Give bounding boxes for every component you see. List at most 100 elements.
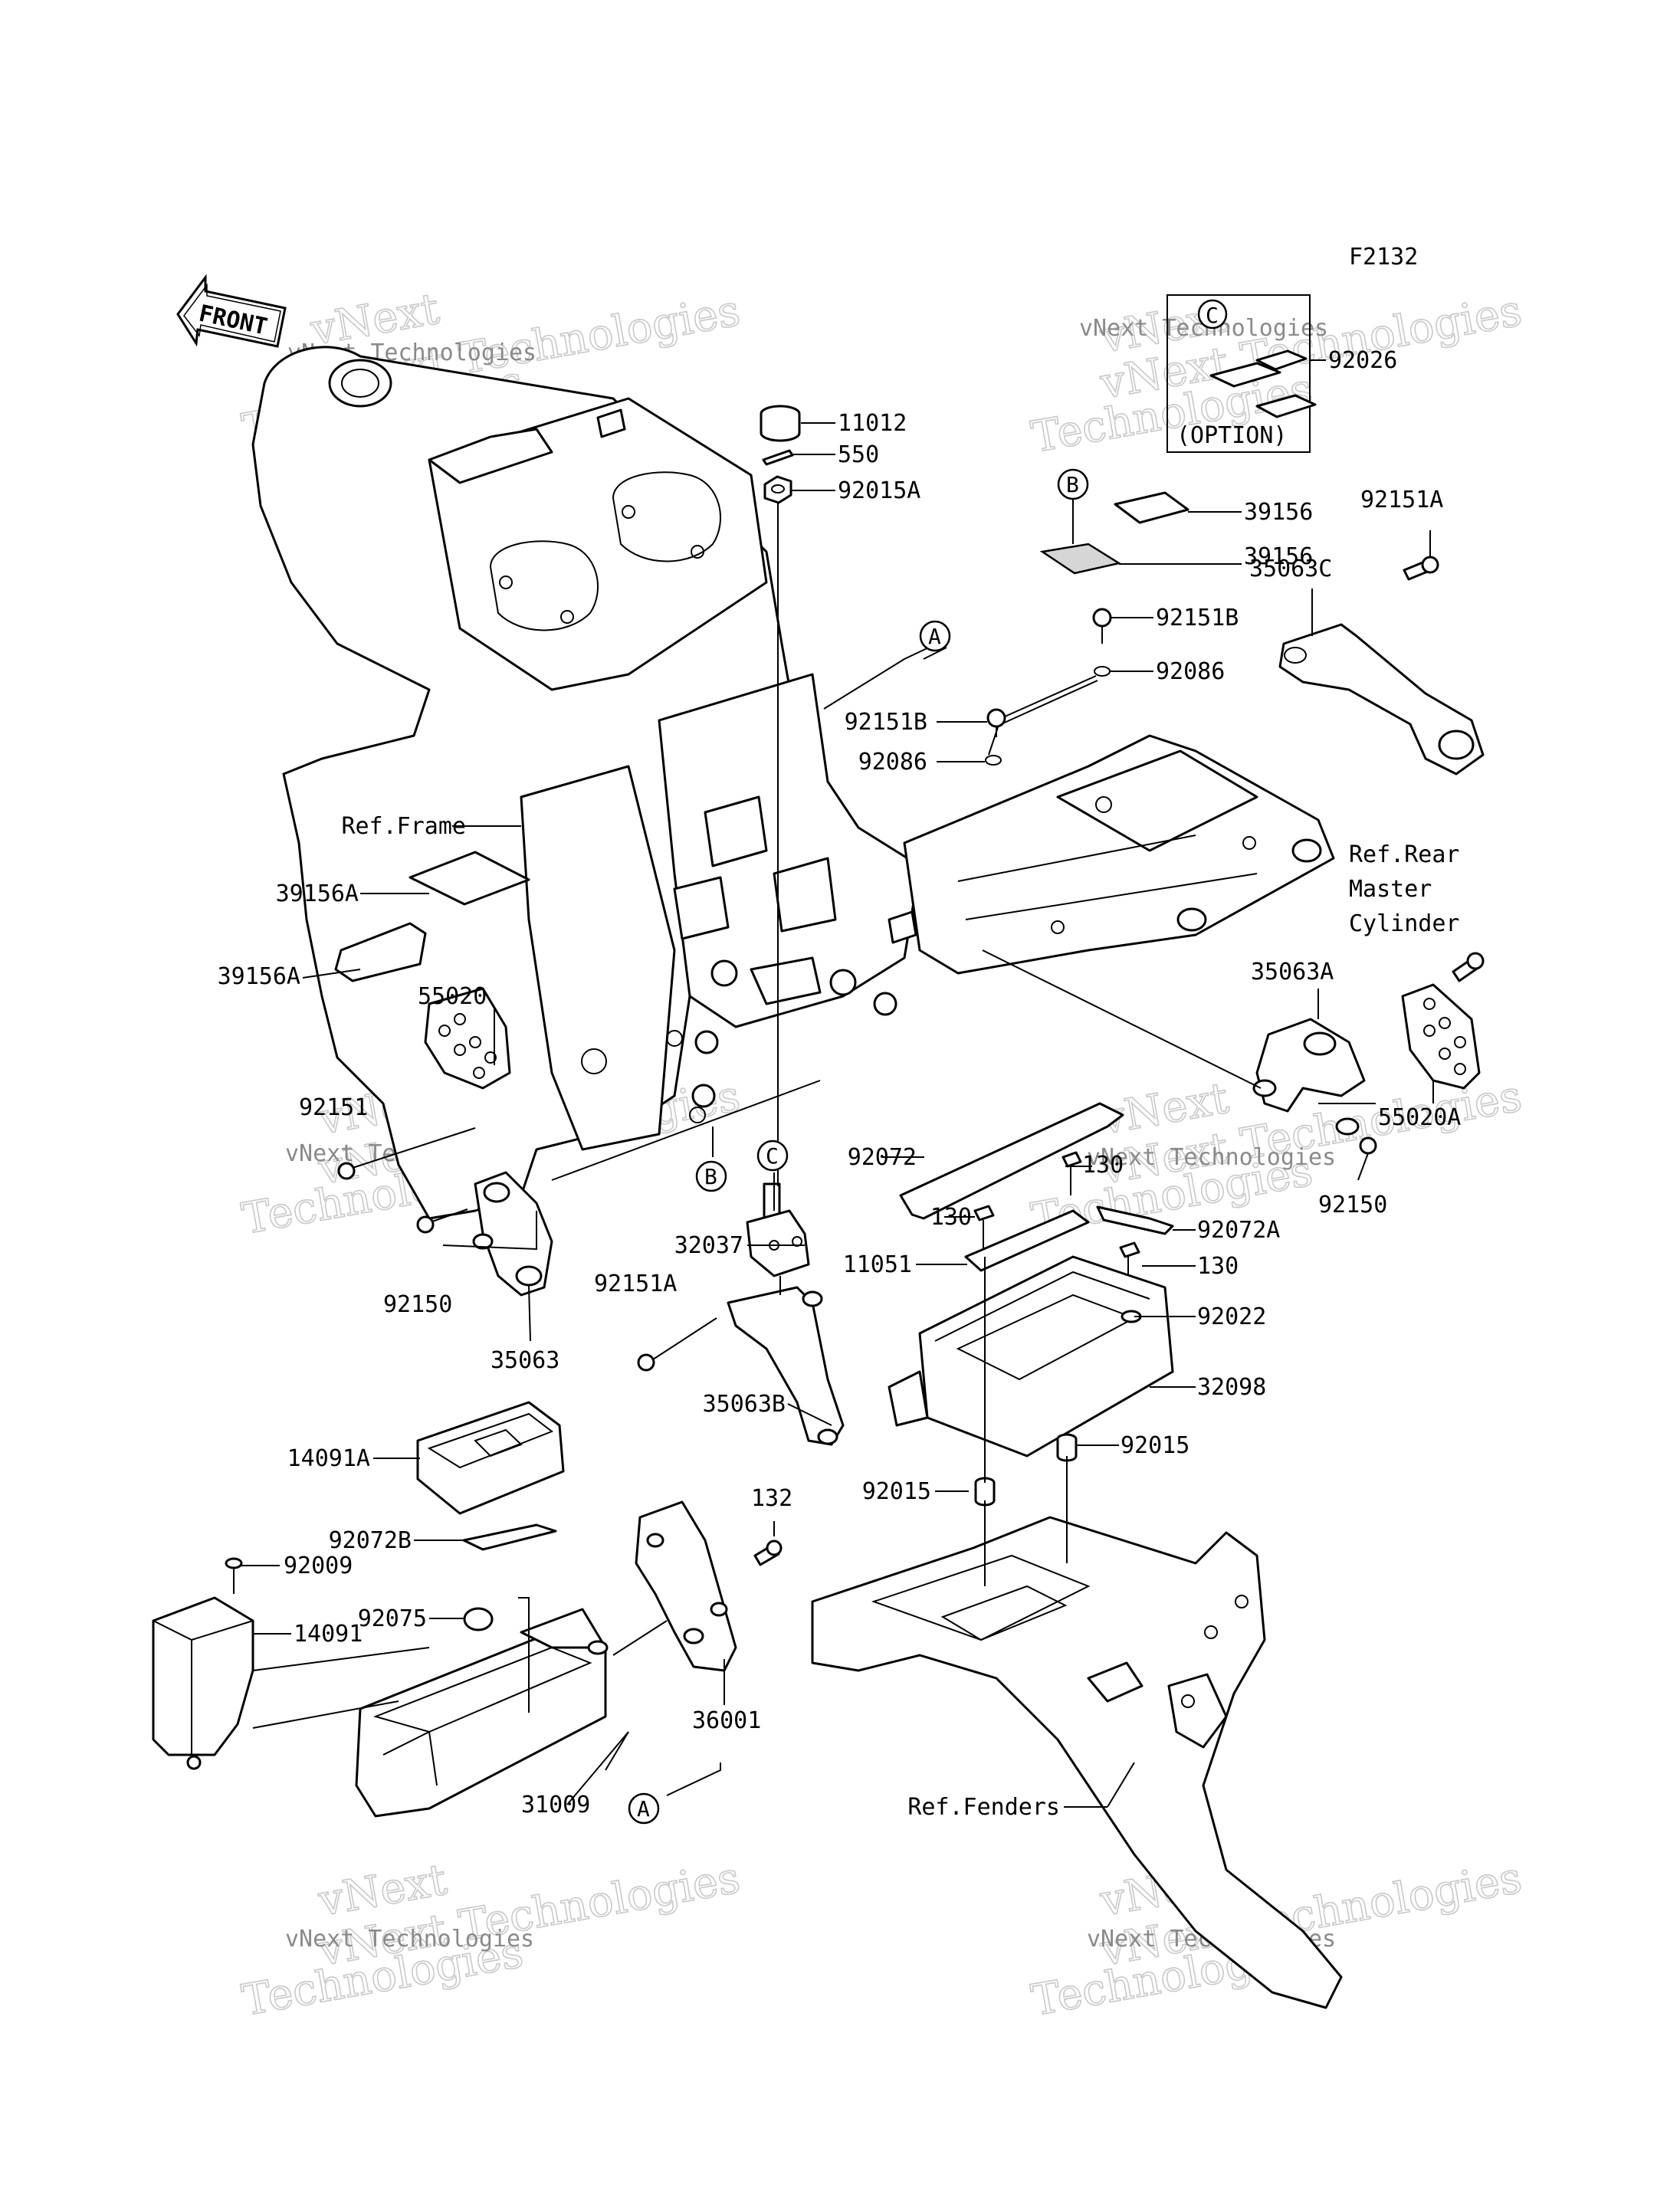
svg-text:vNext Technologies: vNext Technologies — [285, 1926, 534, 1953]
svg-text:C: C — [1206, 303, 1219, 328]
label-550: 550 — [838, 441, 879, 468]
part-92015a-nut — [763, 475, 792, 504]
label-92022: 92022 — [1197, 1303, 1266, 1330]
part-92151b-bolt-top — [1092, 608, 1112, 644]
label-39156-upper: 39156 — [1244, 499, 1313, 526]
svg-text:vNext Technologies: vNext Technologies — [1087, 1144, 1336, 1171]
callout-a-bottom: A — [628, 1792, 660, 1825]
callout-b-frame: B — [695, 1160, 727, 1192]
label-92086-mid: 92086 — [858, 749, 927, 776]
label-92072: 92072 — [848, 1144, 917, 1171]
part-35063c-bracket — [1278, 623, 1485, 776]
svg-text:B: B — [704, 1164, 717, 1189]
part-92151a-bolt-mid — [637, 1317, 717, 1372]
front-arrow-icon: FRONT — [176, 274, 287, 348]
label-ref-master: Master — [1349, 876, 1432, 903]
part-132-screw — [753, 1540, 783, 1566]
svg-text:A: A — [637, 1796, 650, 1822]
part-39156-decal-lower — [1039, 543, 1122, 575]
label-92151: 92151 — [299, 1094, 368, 1121]
part-92151a-bolt-top — [1403, 556, 1439, 581]
leader-lines — [241, 359, 1434, 1808]
label-92151b-mid: 92151B — [845, 709, 927, 736]
label-55020a: 55020A — [1378, 1104, 1461, 1131]
label-92072a: 92072A — [1197, 1217, 1280, 1244]
label-92075: 92075 — [358, 1605, 427, 1632]
callout-c-option — [1197, 299, 1228, 330]
label-92015-right: 92015 — [1121, 1432, 1189, 1459]
part-92072a-strap — [1096, 1205, 1174, 1235]
part-92072b-strap — [462, 1523, 557, 1551]
part-32098-case — [888, 1255, 1174, 1458]
svg-text:(OPTION): (OPTION) — [1176, 422, 1288, 449]
label-ref-fenders: Ref.Fenders — [907, 1794, 1060, 1821]
part-92150-bolt-left — [416, 1208, 468, 1234]
label-11051: 11051 — [843, 1251, 912, 1278]
label-11012: 11012 — [838, 410, 907, 437]
part-39156-decal-upper — [1114, 491, 1189, 524]
part-92151b-bolt-mid — [986, 708, 1006, 737]
part-92009-screw — [225, 1557, 243, 1594]
label-32037: 32037 — [674, 1232, 743, 1259]
label-35063: 35063 — [491, 1347, 559, 1374]
label-ref-cylinder: Cylinder — [1349, 910, 1460, 937]
label-92015-left: 92015 — [862, 1478, 931, 1505]
part-labels: 11012 550 92015A 92026 39156 39156 92151… — [218, 347, 1462, 1821]
callout-c-bolt: C — [756, 1139, 789, 1172]
part-92151-bolt — [337, 1127, 476, 1180]
part-14091a-tray — [416, 1401, 565, 1515]
part-rear-fender — [811, 1516, 1343, 2009]
label-31009: 31009 — [521, 1792, 590, 1818]
label-130-top: 130 — [1082, 1152, 1124, 1179]
svg-text:C: C — [766, 1143, 779, 1169]
part-36001-bracket — [635, 1500, 737, 1672]
label-32098: 32098 — [1197, 1374, 1266, 1401]
figure-code: F2132 — [1349, 244, 1418, 271]
main-frame — [251, 346, 1335, 1220]
part-92150-bolt-right — [1357, 1136, 1377, 1181]
part-92072-strap — [899, 1102, 1124, 1220]
label-92072b: 92072B — [329, 1527, 412, 1554]
part-11012-cap — [760, 405, 801, 442]
part-14091-cover — [152, 1596, 254, 1770]
label-92009: 92009 — [284, 1553, 353, 1579]
svg-text:A: A — [928, 624, 941, 649]
label-14091a: 14091A — [287, 1445, 370, 1472]
label-ref-frame: Ref.Frame — [341, 813, 466, 840]
label-92151b-top: 92151B — [1156, 605, 1239, 631]
watermark-bottom-left: vNext vNext Technologies Technologies vN… — [238, 1852, 744, 2026]
part-550-pin — [762, 449, 794, 466]
label-39156a-lower: 39156A — [218, 963, 300, 990]
label-132: 132 — [751, 1485, 792, 1512]
label-92015a: 92015A — [838, 477, 920, 504]
label-35063a: 35063A — [1251, 959, 1334, 985]
part-92075-pad — [463, 1607, 494, 1631]
label-55020: 55020 — [418, 983, 487, 1010]
part-130-bolt-top — [1061, 1151, 1082, 1195]
label-130-left: 130 — [930, 1204, 972, 1231]
part-31009-tray — [355, 1608, 609, 1818]
label-39156-lower: 39156 — [1244, 543, 1313, 570]
callout-b-decal: B — [1057, 468, 1089, 500]
callout-a-top: A — [919, 620, 951, 652]
label-39156a-upper: 39156A — [276, 880, 359, 907]
part-bolt-master-cylinder — [1452, 952, 1485, 982]
part-39156a-decal-upper — [409, 851, 530, 906]
label-92151a-mid: 92151A — [594, 1271, 677, 1297]
part-35063a-bracket — [1252, 1018, 1366, 1136]
part-130-bolt-left — [973, 1205, 995, 1257]
part-35063-bracket — [472, 1171, 553, 1297]
part-35063b-bracket — [727, 1286, 845, 1446]
part-55020-plate — [424, 987, 511, 1090]
part-39156a-decal-lower — [334, 922, 427, 982]
label-14091: 14091 — [294, 1621, 363, 1648]
part-55020a-plate — [1401, 983, 1481, 1090]
svg-text:B: B — [1066, 472, 1079, 497]
label-ref-rear: Ref.Rear — [1349, 841, 1460, 868]
option-box: C (OPTION) — [1166, 294, 1317, 453]
label-130-right: 130 — [1197, 1253, 1239, 1280]
label-35063b: 35063B — [703, 1391, 786, 1418]
label-92150-left: 92150 — [383, 1291, 452, 1318]
label-92086-top: 92086 — [1156, 658, 1225, 685]
